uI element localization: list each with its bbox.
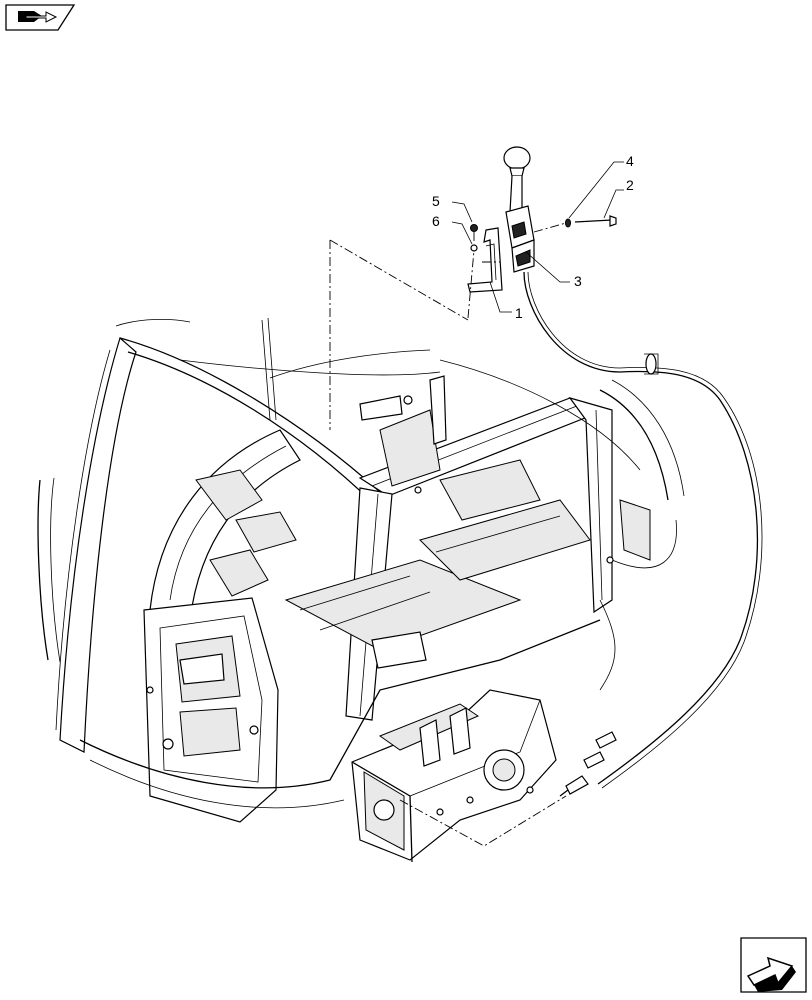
shift-cable	[523, 271, 763, 797]
callout-label-1: 1	[515, 305, 523, 321]
shift-lever-assembly	[467, 146, 617, 293]
callout-5: 5	[432, 193, 473, 223]
callout-4: 4	[568, 153, 634, 219]
left-fender	[149, 429, 301, 621]
callout-2: 2	[603, 177, 634, 219]
cab-frame	[37, 317, 685, 753]
alignment-lines	[329, 222, 567, 847]
callout-label-5: 5	[432, 193, 440, 209]
callout-label-6: 6	[432, 213, 440, 229]
transmission-housing	[351, 689, 557, 863]
next-page-arrow-icon[interactable]	[740, 937, 807, 993]
rear-bulkhead	[359, 375, 651, 564]
callout-label-4: 4	[626, 153, 634, 169]
book-arrow-icon[interactable]	[5, 4, 76, 31]
cab-floor	[79, 459, 601, 809]
callout-3: 3	[525, 251, 582, 289]
callout-label-3: 3	[574, 273, 582, 289]
door-panel	[143, 597, 279, 823]
callout-1: 1	[489, 281, 523, 321]
callout-label-2: 2	[626, 177, 634, 193]
callout-6: 6	[432, 213, 473, 245]
